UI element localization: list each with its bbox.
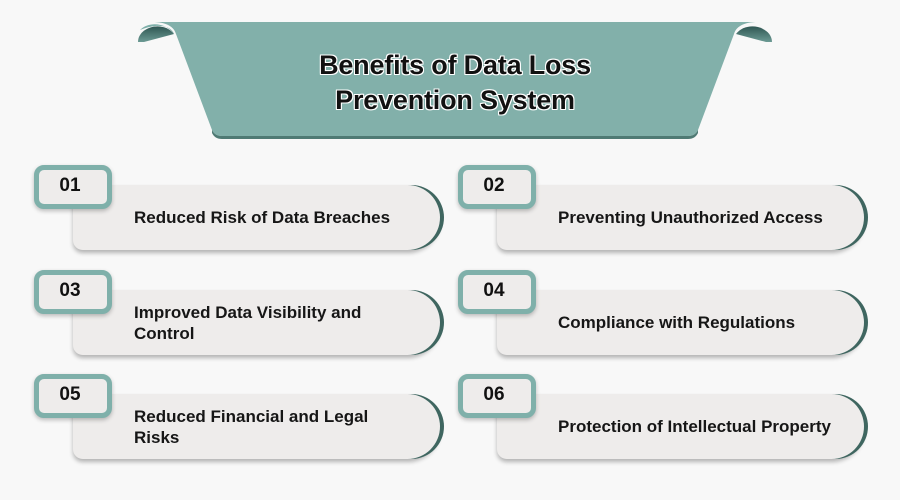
benefit-pill: Preventing Unauthorized Access xyxy=(497,185,864,250)
benefit-label: Improved Data Visibility and Control xyxy=(134,302,362,343)
number-badge: 04 xyxy=(458,270,536,314)
benefit-number: 03 xyxy=(59,280,81,301)
benefit-card-06: Protection of Intellectual Property 06 xyxy=(458,374,868,464)
benefit-pill: Reduced Risk of Data Breaches xyxy=(73,185,440,250)
benefit-number: 06 xyxy=(483,384,505,405)
benefit-pill: Compliance with Regulations xyxy=(497,290,864,355)
page-title: Benefits of Data Loss Prevention System xyxy=(138,48,772,118)
number-badge: 02 xyxy=(458,165,536,209)
number-badge: 05 xyxy=(34,374,112,418)
benefit-pill: Protection of Intellectual Property xyxy=(497,394,864,459)
benefit-pill: Reduced Financial and Legal Risks xyxy=(73,394,440,459)
benefit-number: 01 xyxy=(59,175,81,196)
benefit-label: Reduced Risk of Data Breaches xyxy=(134,208,391,227)
number-badge: 01 xyxy=(34,165,112,209)
benefit-card-04: Compliance with Regulations 04 xyxy=(458,270,868,360)
title-banner: Benefits of Data Loss Prevention System xyxy=(138,22,772,162)
banner-ribbon-shape xyxy=(138,22,772,156)
benefit-card-05: Reduced Financial and Legal Risks 05 xyxy=(34,374,444,464)
benefit-label: Reduced Financial and Legal Risks xyxy=(134,406,369,447)
number-badge: 03 xyxy=(34,270,112,314)
benefit-label: Protection of Intellectual Property xyxy=(558,417,831,436)
benefit-number: 04 xyxy=(483,280,505,301)
benefit-card-01: Reduced Risk of Data Breaches 01 xyxy=(34,165,444,255)
number-badge: 06 xyxy=(458,374,536,418)
title-line-1: Benefits of Data Loss xyxy=(319,50,591,80)
benefit-card-03: Improved Data Visibility and Control 03 xyxy=(34,270,444,360)
benefit-label: Preventing Unauthorized Access xyxy=(558,208,823,227)
benefit-label: Compliance with Regulations xyxy=(558,313,796,332)
benefit-number: 02 xyxy=(483,175,505,196)
title-line-2: Prevention System xyxy=(335,85,575,115)
benefit-card-02: Preventing Unauthorized Access 02 xyxy=(458,165,868,255)
benefit-number: 05 xyxy=(59,384,81,405)
benefit-pill: Improved Data Visibility and Control xyxy=(73,290,440,355)
